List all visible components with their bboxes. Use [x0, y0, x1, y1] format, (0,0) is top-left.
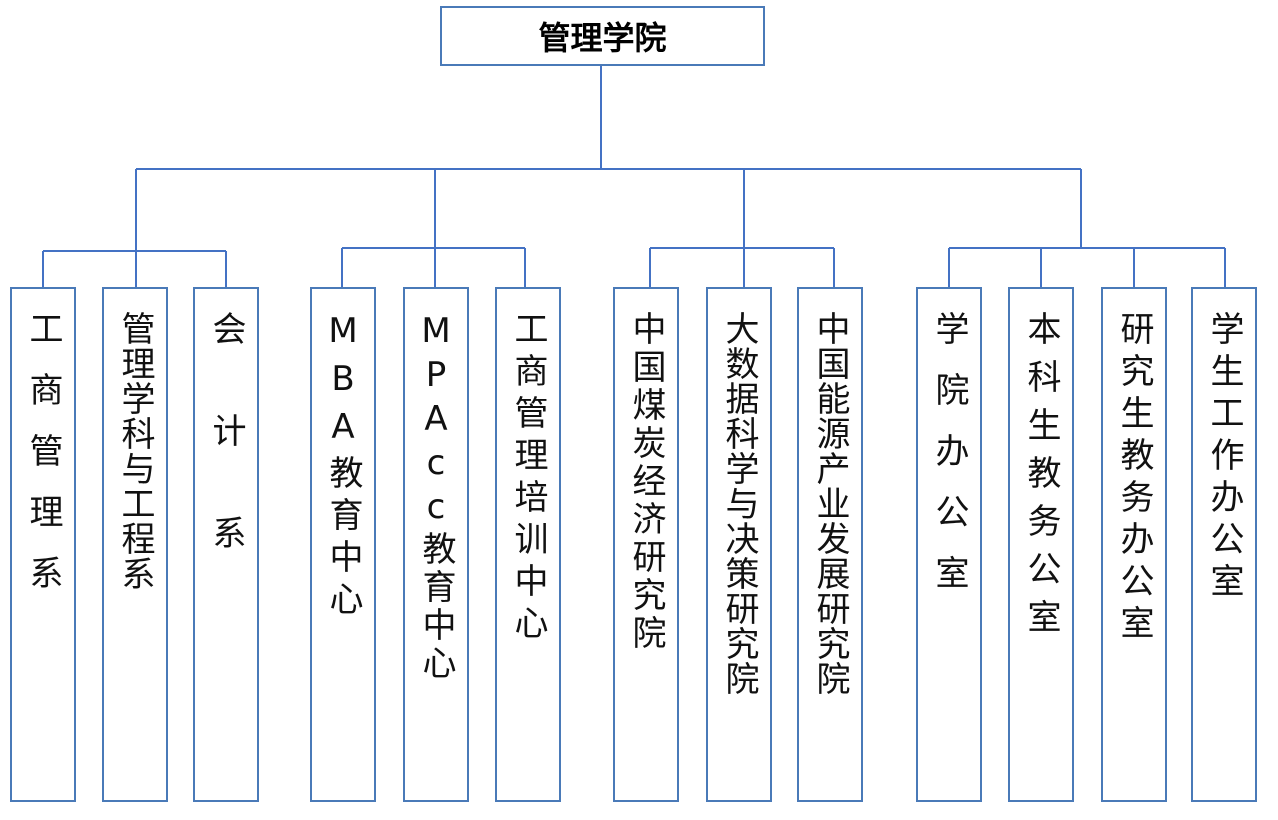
unit-label: MBA教育中心 [323, 311, 363, 623]
unit-accounting-dept: 会 计 系 [193, 287, 259, 802]
unit-management-science-dept: 管理学科与工程系 [102, 287, 168, 802]
unit-business-administration-dept: 工商管理系 [10, 287, 76, 802]
unit-coal-economy-institute: 中国煤炭经济研究院 [613, 287, 679, 802]
unit-graduate-affairs-office: 研究生教务办公室 [1101, 287, 1167, 802]
unit-student-affairs-office: 学生工作办公室 [1191, 287, 1257, 802]
unit-label: MPAcc教育中心 [416, 311, 456, 683]
unit-mpacc-center: MPAcc教育中心 [403, 287, 469, 802]
unit-business-training-center: 工商管理培训中心 [495, 287, 561, 802]
unit-label: 管理学科与工程系 [115, 311, 155, 591]
unit-energy-industry-institute: 中国能源产业发展研究院 [797, 287, 863, 802]
unit-label: 中国能源产业发展研究院 [810, 311, 850, 696]
unit-label: 会 计 系 [206, 311, 246, 563]
root-label: 管理学院 [538, 19, 667, 57]
unit-label: 工商管理培训中心 [508, 311, 548, 647]
unit-undergraduate-affairs-office: 本科生教务公室 [1008, 287, 1074, 802]
unit-label: 研究生教务办公室 [1114, 311, 1154, 647]
unit-college-office: 学院办公室 [916, 287, 982, 802]
unit-big-data-institute: 大数据科学与决策研究院 [706, 287, 772, 802]
unit-mba-center: MBA教育中心 [310, 287, 376, 802]
root-node: 管理学院 [440, 6, 765, 66]
unit-label: 中国煤炭经济研究院 [626, 311, 666, 653]
unit-label: 本科生教务公室 [1021, 311, 1061, 647]
unit-label: 学生工作办公室 [1204, 311, 1244, 605]
unit-label: 学院办公室 [929, 311, 969, 616]
unit-label: 大数据科学与决策研究院 [719, 311, 759, 696]
unit-label: 工商管理系 [23, 311, 63, 616]
